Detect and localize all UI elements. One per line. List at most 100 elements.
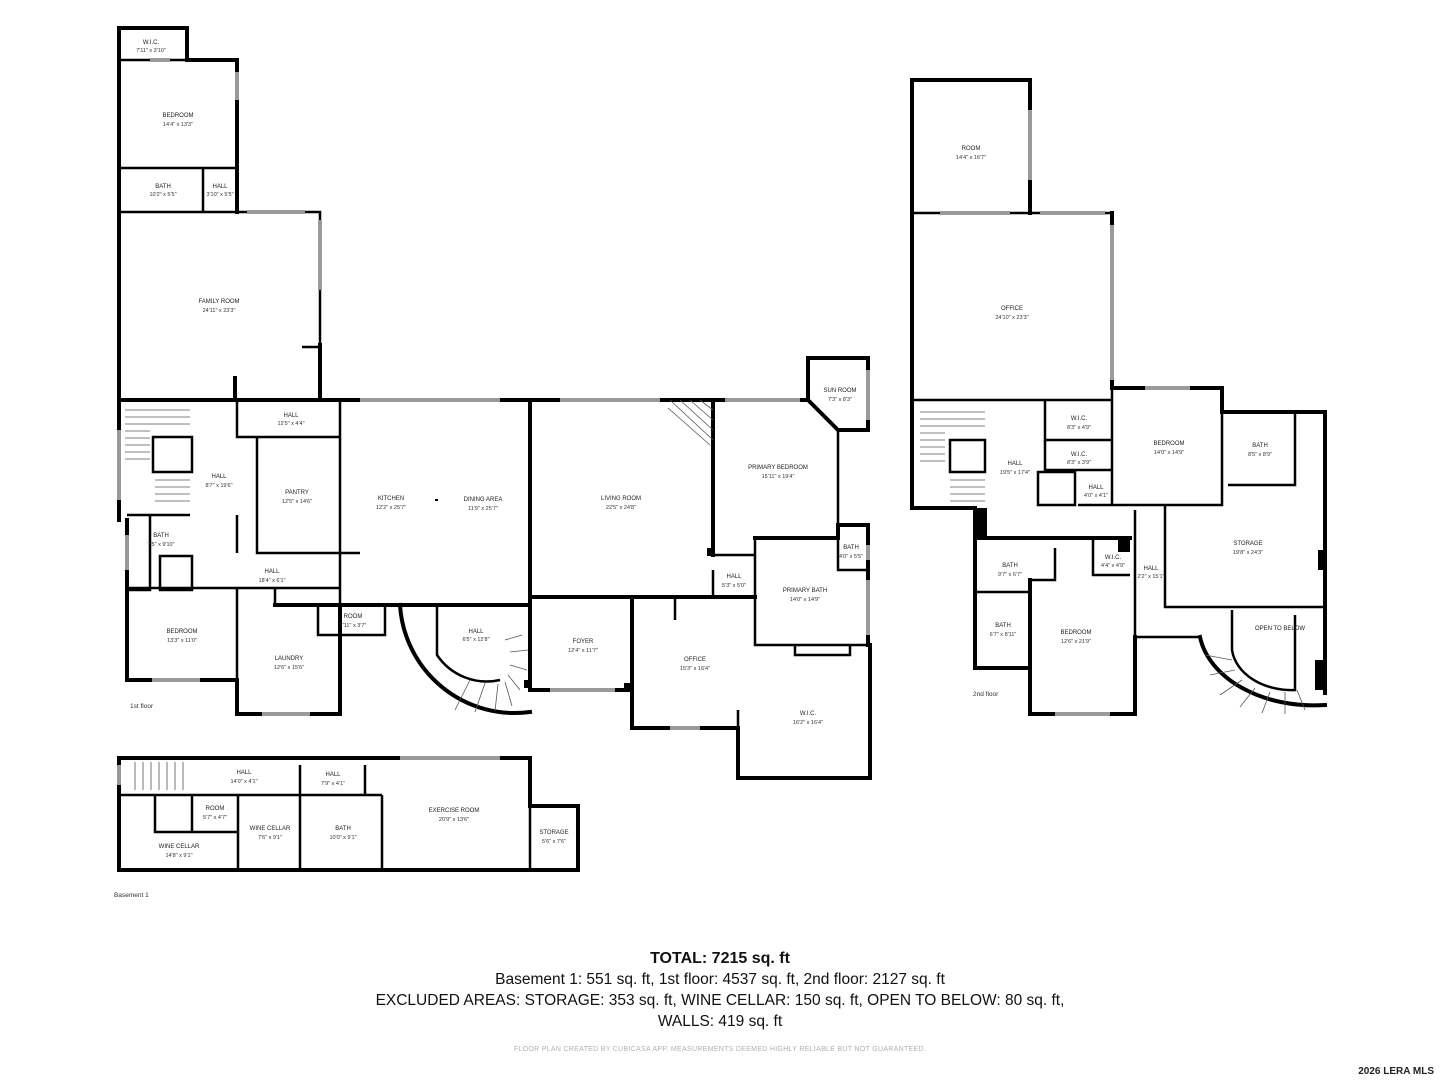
room-name: LAUNDRY xyxy=(275,656,304,662)
room-dimension: 6'5" x 12'8" xyxy=(462,637,489,643)
room-name: EXERCISE ROOM xyxy=(429,808,480,814)
room-dimension: 14'8" x 9'1" xyxy=(165,853,192,859)
room-name: BATH xyxy=(335,826,351,832)
room-dimension: 12'5" x 14'6" xyxy=(282,499,312,505)
room-name: BATH xyxy=(153,533,169,539)
first-floor-label: 1st floor xyxy=(130,703,154,710)
room-name: WINE CELLAR xyxy=(159,844,200,850)
room-dimension: 12'4" x 11'7" xyxy=(568,648,598,654)
second-floor-label: 2nd floor xyxy=(973,691,999,698)
room-name: HALL xyxy=(236,770,252,776)
room-dimension: 8'3" x 4'9" xyxy=(1067,425,1091,431)
room-dimension: 11'9" x 25'7" xyxy=(468,506,498,512)
room-dimension: 5'3" x 5'0" xyxy=(722,583,746,589)
room-name: W.I.C. xyxy=(800,711,817,717)
room-name: HALL xyxy=(283,413,299,419)
room-name: PRIMARY BEDROOM xyxy=(748,465,808,471)
room-name: WINE CELLAR xyxy=(250,826,291,832)
room-dimension: 10'0" x 9'1" xyxy=(329,835,356,841)
room-name: BATH xyxy=(155,184,171,190)
room-dimension: 5'7" x 4'7" xyxy=(203,815,227,821)
room-name: BATH xyxy=(843,545,859,551)
total-area: TOTAL: 7215 sq. ft xyxy=(650,950,790,967)
room-name: HALL xyxy=(211,474,227,480)
room-dimension: 2'2" x 15'1" xyxy=(1137,574,1164,580)
room-name: HALL xyxy=(212,184,228,190)
room-dimension: 8'5" x 8'9" xyxy=(1248,452,1272,458)
room-dimension: 7'5" x 9'10" xyxy=(147,542,174,548)
disclaimer-text: FLOOR PLAN CREATED BY CUBICASA APP. MEAS… xyxy=(513,1046,927,1053)
room-name: OPEN TO BELOW xyxy=(1255,626,1305,632)
room-dimension: 19'8" x 24'3" xyxy=(1233,550,1263,556)
room-name: BATH xyxy=(995,623,1011,629)
room-dimension: 16'2" x 16'4" xyxy=(793,720,823,726)
room-labels: W.I.C. 7'11" x 3'10" BEDROOM 14'4" x 13'… xyxy=(136,40,1305,859)
room-name: BEDROOM xyxy=(162,113,193,119)
room-name: HALL xyxy=(1088,485,1104,491)
room-dimension: 4'4" x 4'9" xyxy=(1101,563,1125,569)
room-dimension: 19'5" x 17'4" xyxy=(1000,470,1030,476)
floor-areas: Basement 1: 551 sq. ft, 1st floor: 4537 … xyxy=(495,971,945,988)
wall-area: WALLS: 419 sq. ft xyxy=(657,1013,783,1030)
room-dimension: 20'9" x 13'6" xyxy=(439,817,469,823)
room-name: PRIMARY BATH xyxy=(783,588,827,594)
room-name: HALL xyxy=(325,772,341,778)
room-dimension: 24'10" x 23'3" xyxy=(995,315,1028,321)
first-floor-plan: 1st floor xyxy=(117,26,872,780)
room-name: SUN ROOM xyxy=(824,388,857,394)
room-name: ROOM xyxy=(962,146,981,152)
room-dimension: 8'3" x 3'9" xyxy=(1067,460,1091,466)
room-name: BEDROOM xyxy=(1060,630,1091,636)
room-name: HALL xyxy=(1143,566,1159,572)
room-dimension: 14'0" x 14'9" xyxy=(1154,450,1184,456)
room-name: W.I.C. xyxy=(1105,555,1122,561)
room-dimension: 9'7" x 6'7" xyxy=(998,572,1022,578)
room-dimension: 7'9" x 4'1" xyxy=(321,781,345,787)
room-dimension: 18'4" x 6'1" xyxy=(258,578,285,584)
room-dimension: 7'3" x 8'3" xyxy=(828,397,852,403)
area-summary: TOTAL: 7215 sq. ft Basement 1: 551 sq. f… xyxy=(0,948,1440,1032)
room-dimension: 5'6" x 7'6" xyxy=(542,839,566,845)
room-dimension: 12'2" x 25'7" xyxy=(376,505,406,511)
room-name: HALL xyxy=(264,569,280,575)
room-name: HALL xyxy=(468,629,484,635)
room-dimension: 14'0" x 4'1" xyxy=(230,779,257,785)
room-name: BATH xyxy=(1252,443,1268,449)
excluded-areas: EXCLUDED AREAS: STORAGE: 353 sq. ft, WIN… xyxy=(375,992,1065,1009)
room-name: OFFICE xyxy=(684,657,706,663)
room-name: LIVING ROOM xyxy=(601,496,641,502)
room-name: BEDROOM xyxy=(1153,441,1184,447)
room-name: DINING AREA xyxy=(464,497,503,503)
basement-plan: Basement 1 xyxy=(114,756,580,899)
room-name: STORAGE xyxy=(1233,541,1262,547)
copyright-text: 2026 LERA MLS xyxy=(1358,1066,1434,1077)
room-name: BEDROOM xyxy=(166,629,197,635)
second-floor-plan: 2nd floor xyxy=(910,78,1328,716)
room-name: PANTRY xyxy=(285,490,309,496)
room-dimension: 15'11" x 19'4" xyxy=(762,474,795,480)
room-dimension: 7'6" x 9'1" xyxy=(258,835,282,841)
room-dimension: 3'10" x 5'5" xyxy=(206,192,233,198)
room-name: HALL xyxy=(1007,461,1023,467)
room-dimension: 14'0" x 14'9" xyxy=(790,597,820,603)
room-dimension: 10'2" x 5'5" xyxy=(149,192,176,198)
room-name: W.I.C. xyxy=(1071,416,1088,422)
room-dimension: 14'4" x 16'7" xyxy=(956,155,986,161)
room-dimension: 24'11" x 23'3" xyxy=(203,308,236,314)
room-dimension: 12'5" x 4'4" xyxy=(277,421,304,427)
room-dimension: 7'11" x 3'7" xyxy=(340,623,367,629)
room-name: OFFICE xyxy=(1001,306,1023,312)
room-dimension: 13'3" x 11'0" xyxy=(167,638,197,644)
room-name: ROOM xyxy=(344,614,363,620)
room-name: W.I.C. xyxy=(143,40,160,46)
room-name: FOYER xyxy=(573,639,594,645)
room-name: HALL xyxy=(726,574,742,580)
room-name: ROOM xyxy=(206,806,225,812)
room-name: W.I.C. xyxy=(1071,452,1088,458)
room-dimension: 12'6" x 15'6" xyxy=(274,665,304,671)
room-dimension: 8'7" x 19'6" xyxy=(205,483,232,489)
basement-floor-label: Basement 1 xyxy=(114,892,149,899)
room-dimension: 7'11" x 3'10" xyxy=(136,48,166,54)
room-name: FAMILY ROOM xyxy=(198,299,239,305)
